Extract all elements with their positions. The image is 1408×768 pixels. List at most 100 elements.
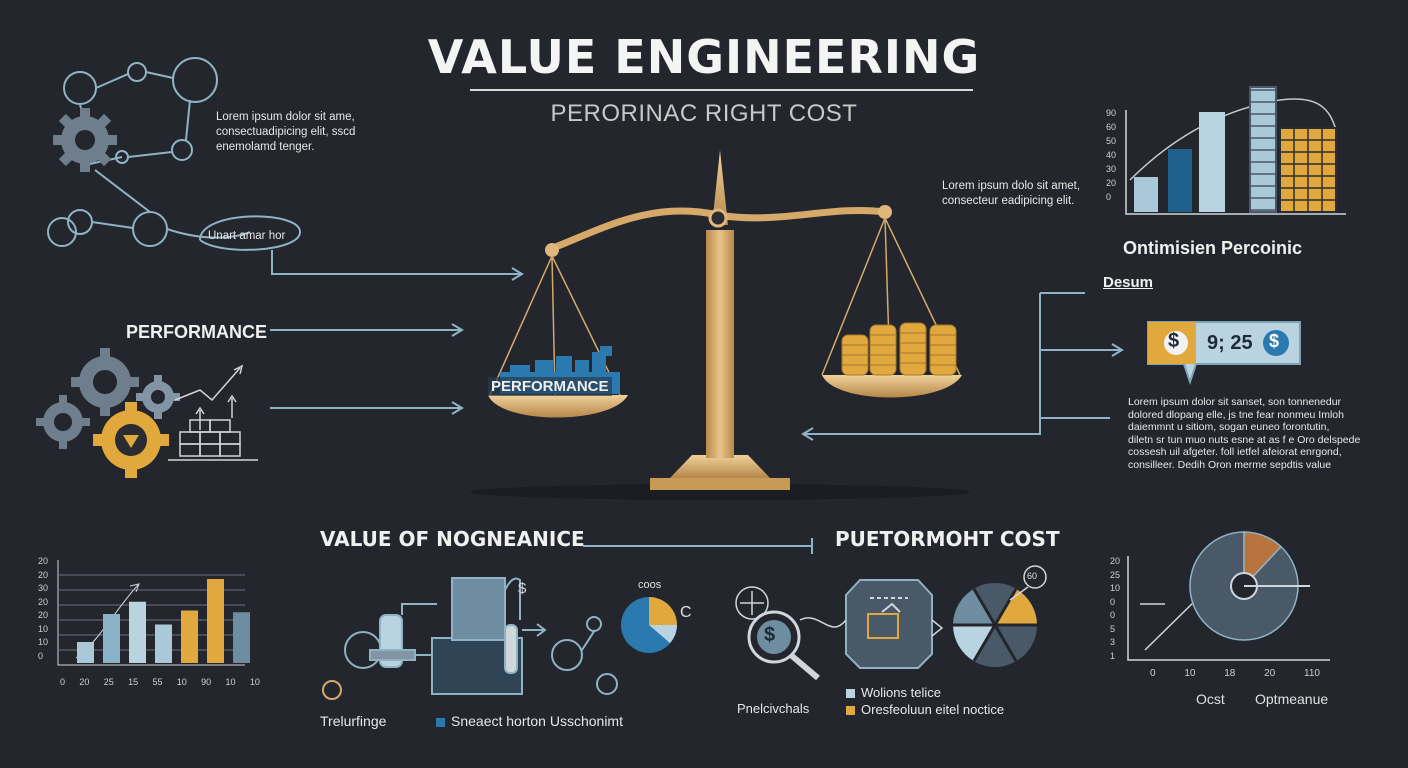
cost-heading: PUETORMOHT COST (835, 527, 1060, 551)
document-panel-icon (845, 579, 933, 669)
speech-bubble (199, 215, 302, 251)
tick-label: 25 (103, 677, 114, 687)
top-right-bars (1134, 86, 1337, 213)
tick-label: 10 (225, 677, 236, 687)
bar (207, 579, 224, 663)
badge-circle (1023, 565, 1047, 589)
tick-label: 0 (1110, 610, 1116, 620)
growth-blocks-icon (168, 364, 258, 461)
text-line: consilleer. Dedih Oron merme sepdtis val… (1128, 458, 1332, 471)
tick-label: 5 (1110, 623, 1116, 634)
arrow-icon (511, 267, 524, 281)
segment-pie-icon (953, 583, 1037, 667)
tick-label: 20 (38, 569, 49, 580)
legend-label: Sneaect horton Usschonimt (451, 713, 623, 729)
arrow-icon (1111, 343, 1124, 357)
bar (1168, 149, 1192, 212)
text-line: enemolamd tenger. (216, 141, 315, 153)
price-ticket-icon (1147, 321, 1301, 386)
bottom-left-y-ticks: 20 20 30 20 20 10 10 0 (38, 556, 54, 664)
bar (129, 601, 146, 663)
text-line: consectuadipicing elit, sscd (216, 126, 356, 138)
value-heading: VALUE OF NOGNEANICE (320, 527, 585, 551)
title-divider (470, 89, 973, 91)
text-line: Lorem ipsum dolor sit sanset, son tonnen… (1128, 396, 1342, 408)
tick-label: 90 (201, 677, 212, 687)
tick-label: 60 (1106, 122, 1117, 132)
target-circle-icon (735, 586, 769, 620)
tick-label: 20 (38, 610, 49, 620)
tick-label: 0 (60, 677, 66, 687)
tick-label: 25 (1110, 569, 1121, 580)
x-axis-label: Ocst (1196, 691, 1225, 707)
bottom-left-bars (77, 579, 250, 663)
legend-item: Wolions telice (846, 684, 1004, 701)
legend-item: Sneaect horton Usschonimt (436, 713, 623, 729)
tick-label: 55 (152, 677, 163, 687)
text-line: Lorem ipsum dolo sit amet, (942, 180, 1081, 192)
chart-title: Ontimisien Percoinic (1123, 238, 1303, 258)
balance-scale (470, 150, 970, 500)
text-line: consecteur eadipicing elit. (942, 195, 1075, 207)
text-line: Lorem ipsum dolor sit ame, (216, 111, 355, 123)
legend-label: Wolions telice (861, 685, 941, 700)
tick-label: 30 (38, 583, 49, 593)
tick-label: 10 (38, 623, 49, 634)
text-line: dolored dlopang elle, js tne fear nonmeu… (1128, 408, 1344, 421)
tick-label: 3 (1110, 637, 1116, 647)
tick-label: 18 (1224, 668, 1236, 679)
legend-label: Oresfeoluun eitel noctice (861, 702, 1005, 717)
tick-label: 50 (1106, 136, 1117, 146)
top-right-text: Lorem ipsum dolo sit amet, consecteur ea… (942, 179, 1102, 209)
dollar-icon: $ (1269, 331, 1280, 351)
tick-label: 90 (1106, 108, 1117, 118)
pie-letter: C (680, 604, 692, 621)
arrow-icon (801, 427, 814, 441)
ticket-value: 9; 25 (1207, 332, 1253, 354)
dollar-icon: $ (1168, 330, 1180, 352)
section-heading: Desum (1103, 274, 1154, 291)
bar (77, 642, 94, 663)
legend-swatch (846, 689, 855, 699)
bubble-text: Unart amar hor (208, 230, 286, 242)
tick-label: 10 (38, 637, 49, 647)
dollar-icon: $ (764, 624, 776, 646)
page-subtitle: PERORINAC RIGHT COST (550, 100, 858, 127)
legend-swatch (436, 717, 445, 727)
bar (1134, 177, 1158, 212)
bar (1199, 112, 1225, 212)
tick-label: 20 (1110, 556, 1121, 566)
tick-label: 0 (38, 650, 44, 661)
top-right-y-ticks: 90 60 50 40 30 20 0 (1106, 108, 1124, 206)
pan-label: PERFORMANCE (488, 377, 612, 396)
tick-label: 20 (79, 677, 90, 687)
gear-icon (53, 108, 117, 172)
text-line: cossesh uil afgeter. foll ietfel afeiora… (1128, 446, 1342, 458)
tick-label: 10 (1184, 668, 1196, 679)
magnifier-icon (747, 610, 820, 681)
bar (181, 610, 198, 663)
bottom-right-x-ticks: 0 10 18 20 110 (1150, 668, 1320, 679)
intro-text: Lorem ipsum dolor sit ame, consectuadipi… (216, 110, 416, 155)
dollar-icon: $ (518, 580, 527, 597)
tick-label: 20 (1264, 668, 1276, 679)
legend-title: Trelurfinge (320, 713, 387, 729)
legend-swatch (846, 706, 855, 716)
bottom-left-x-ticks: 0 20 25 15 55 10 90 10 10 (60, 677, 260, 687)
text-line: diletn sr tun muo nuts esne at as f e Or… (1128, 433, 1361, 446)
gear-cluster-icon (36, 348, 180, 478)
tick-label: 15 (128, 677, 139, 687)
page-title: VALUE ENGINEERING (427, 30, 981, 84)
pie-small-chart (621, 597, 677, 653)
tick-label: 20 (38, 596, 49, 607)
legend: Wolions telice Oresfeoluun eitel noctice (846, 684, 1004, 718)
description-paragraph: Lorem ipsum dolor sit sanset, son tonnen… (1128, 396, 1388, 471)
pie-label: coos (638, 579, 662, 591)
arrow-icon (451, 401, 464, 415)
performance-label: PERFORMANCE (126, 322, 268, 342)
tick-label: 0 (1110, 596, 1116, 607)
bottom-right-chart (1127, 556, 1330, 661)
bar (103, 614, 120, 663)
x-axis-label: Optmeanue (1255, 691, 1329, 707)
